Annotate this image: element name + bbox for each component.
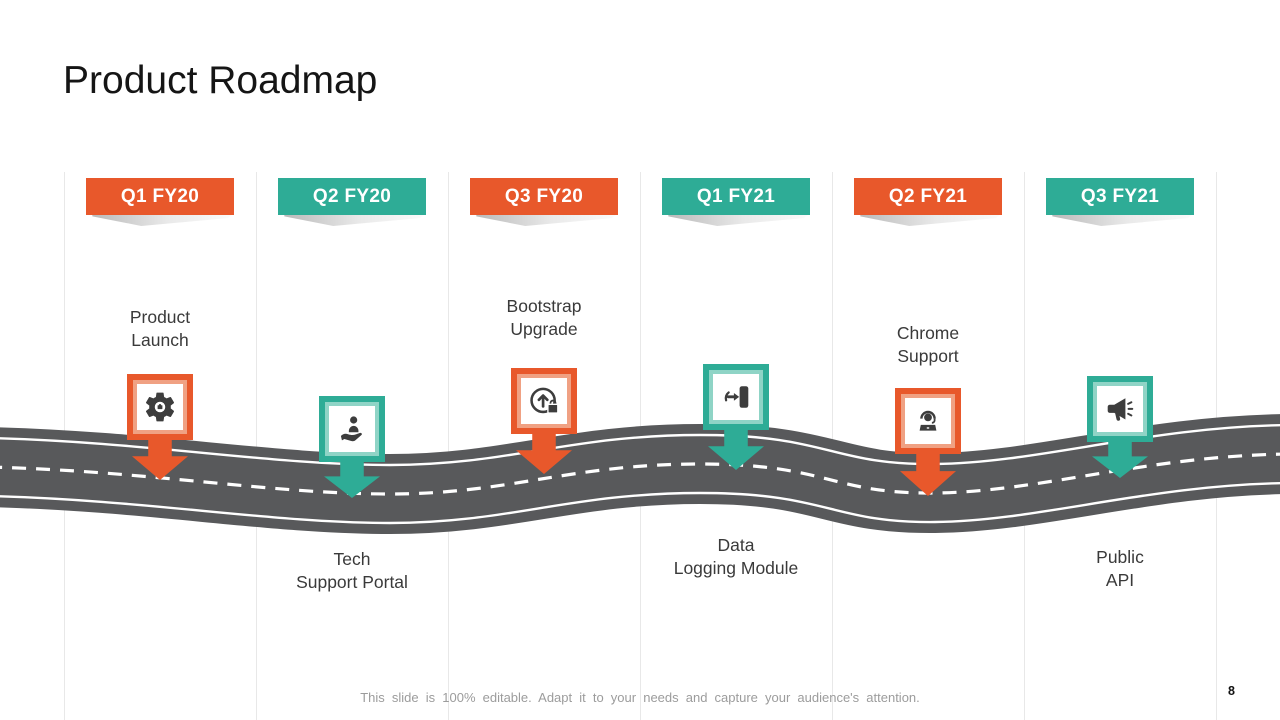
footer-note: This slide is 100% editable. Adapt it to…: [360, 690, 920, 705]
banner-fold: [1052, 215, 1192, 226]
banner-fold: [92, 215, 232, 226]
quarter-banner: Q1 FY20: [86, 178, 234, 215]
sign-in-icon: [724, 386, 749, 408]
milestone-icon-box: [319, 396, 385, 462]
support-hand-icon: [340, 416, 362, 442]
support-agent-icon: [919, 410, 937, 431]
megaphone-icon: [1107, 398, 1134, 421]
column-divider: [832, 172, 833, 720]
column-divider: [448, 172, 449, 720]
milestone-icon-box: [703, 364, 769, 430]
milestone-label: Chrome Support: [896, 323, 960, 366]
column-divider: [1216, 172, 1217, 720]
milestone-arrow: [132, 436, 188, 480]
milestone-icon-box: [511, 368, 577, 434]
milestone-label: Data Logging Module: [673, 535, 799, 578]
milestone-arrow: [324, 458, 380, 498]
column-divider: [256, 172, 257, 720]
quarter-banner: Q3 FY20: [470, 178, 618, 215]
quarter-banner: Q3 FY21: [1046, 178, 1194, 215]
milestone-icon-box: [895, 388, 961, 454]
quarter-banner: Q1 FY21: [662, 178, 810, 215]
milestone-label: Bootstrap Upgrade: [506, 296, 582, 339]
column-divider: [1024, 172, 1025, 720]
milestone-icon-box: [127, 374, 193, 440]
page-title: Product Roadmap: [63, 59, 378, 103]
milestone-label: Public API: [1096, 547, 1144, 590]
banner-fold: [476, 215, 616, 226]
page-number: 8: [1228, 684, 1235, 698]
column-divider: [64, 172, 65, 720]
quarter-banner: Q2 FY20: [278, 178, 426, 215]
quarter-banner: Q2 FY21: [854, 178, 1002, 215]
milestone-label: Product Launch: [129, 307, 191, 350]
milestone-arrow: [900, 450, 956, 496]
banner-fold: [668, 215, 808, 226]
banner-fold: [860, 215, 1000, 226]
upgrade-icon: [530, 387, 559, 414]
gear-icon: [145, 392, 175, 422]
banner-fold: [284, 215, 424, 226]
milestone-icon-box: [1087, 376, 1153, 442]
column-divider: [640, 172, 641, 720]
milestone-arrow: [708, 426, 764, 470]
milestone-arrow: [516, 430, 572, 474]
milestone-arrow: [1092, 438, 1148, 478]
milestone-label: Tech Support Portal: [296, 549, 408, 592]
